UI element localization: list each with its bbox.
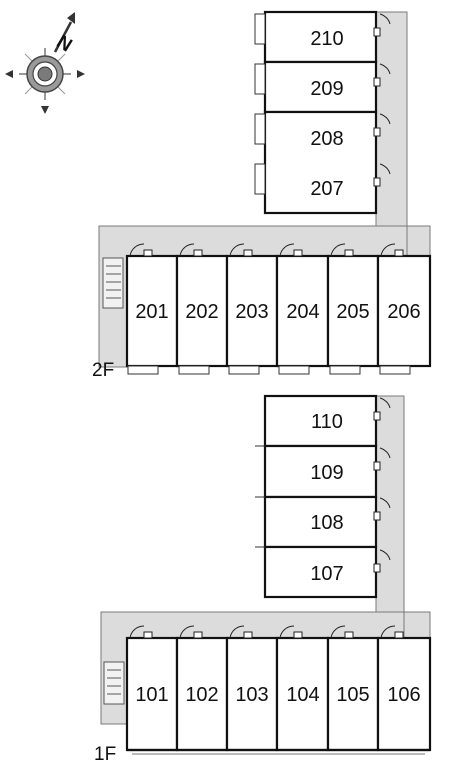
room-109 — [263, 444, 378, 499]
room-206 — [376, 254, 432, 368]
room-108 — [263, 495, 378, 549]
floor-label-1f: 1F — [94, 744, 116, 765]
room-label-201: 201 — [135, 301, 168, 323]
room-label-104: 104 — [286, 684, 319, 706]
room-label-210: 210 — [310, 28, 343, 50]
corridor-2f — [375, 11, 431, 257]
room-label-106: 106 — [387, 684, 420, 706]
room-label-105: 105 — [336, 684, 369, 706]
floor-label-2f: 2F — [92, 360, 114, 381]
room-203 — [225, 254, 279, 368]
room-label-206: 206 — [387, 301, 420, 323]
room-label-207: 207 — [310, 178, 343, 200]
room-label-102: 102 — [185, 684, 218, 706]
room-label-202: 202 — [185, 301, 218, 323]
room-label-203: 203 — [235, 301, 268, 323]
room-208-207-block — [263, 110, 378, 215]
room-label-208: 208 — [310, 128, 343, 150]
room-label-209: 209 — [310, 78, 343, 100]
compass-rose-icon — [5, 12, 85, 114]
room-label-109: 109 — [310, 462, 343, 484]
north-label: N — [53, 31, 76, 56]
floor-1f: 110 109 108 107 101 102 103 104 105 106 … — [94, 394, 432, 765]
floor-2f: 210 209 208 207 201 202 203 204 205 — [92, 10, 432, 381]
room-101 — [125, 636, 179, 752]
room-label-101: 101 — [135, 684, 168, 706]
room-label-204: 204 — [286, 301, 319, 323]
corridor-1f — [375, 395, 431, 639]
room-label-107: 107 — [310, 563, 343, 585]
stairs-1f — [103, 661, 125, 705]
room-label-110: 110 — [311, 411, 343, 433]
room-label-103: 103 — [235, 684, 268, 706]
room-106 — [376, 636, 432, 752]
stairs-2f — [102, 257, 124, 309]
room-label-205: 205 — [336, 301, 369, 323]
room-label-108: 108 — [310, 512, 343, 534]
room-103 — [225, 636, 279, 752]
